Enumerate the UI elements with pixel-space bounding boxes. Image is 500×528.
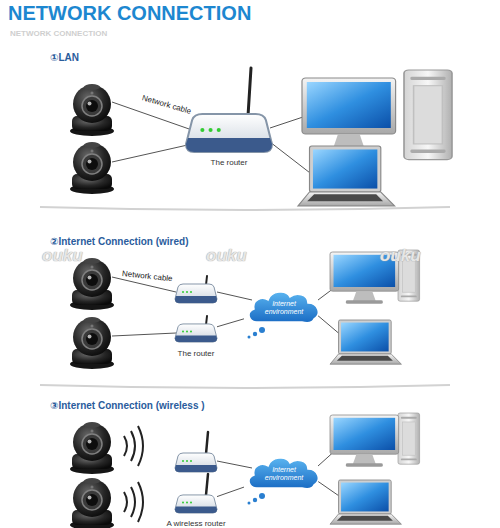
desktop-monitor bbox=[330, 415, 399, 467]
cloud-label: Internet environment bbox=[259, 300, 309, 316]
subtitle: NETWORK CONNECTION bbox=[10, 30, 107, 39]
router bbox=[175, 284, 217, 303]
router-shape bbox=[175, 495, 217, 513]
network-cable bbox=[112, 333, 176, 336]
ip-camera bbox=[70, 258, 114, 310]
laptop bbox=[298, 146, 395, 206]
section-heading: ①LAN bbox=[50, 52, 79, 63]
cloud-shape bbox=[249, 292, 318, 323]
wifi-wave bbox=[124, 482, 143, 522]
section-heading: ②Internet Connection (wired) bbox=[50, 236, 188, 247]
cloud-label: Internet environment bbox=[259, 466, 309, 482]
network-cable bbox=[217, 487, 244, 497]
section-divider bbox=[40, 207, 450, 210]
ip-camera bbox=[70, 317, 114, 369]
router-outline bbox=[175, 494, 217, 514]
ip-camera bbox=[70, 142, 114, 194]
router-shape bbox=[186, 114, 272, 152]
cloud-outline bbox=[244, 286, 324, 328]
router-antenna bbox=[206, 474, 208, 495]
router-label: The router bbox=[211, 158, 248, 167]
watermark: ouku bbox=[206, 247, 247, 266]
section-heading: ③Internet Connection (wireless ) bbox=[50, 400, 205, 411]
network-cable bbox=[270, 142, 314, 176]
router-box: The router bbox=[186, 112, 272, 154]
watermark: ouku bbox=[42, 247, 83, 266]
pc-tower bbox=[398, 413, 420, 464]
cloud-outline bbox=[244, 452, 324, 494]
cloud-bubble bbox=[253, 498, 257, 502]
network-cable bbox=[112, 144, 192, 162]
internet-cloud: Internet environment bbox=[244, 286, 324, 328]
router-outline bbox=[175, 323, 217, 343]
cloud-bubble bbox=[248, 502, 251, 505]
laptop bbox=[330, 320, 401, 364]
router-outline bbox=[186, 112, 272, 154]
internet-cloud: Internet environment bbox=[244, 452, 324, 494]
cable-label: Network cable bbox=[141, 94, 192, 116]
router-box: A wireless router bbox=[175, 494, 217, 514]
router-label: A wireless router bbox=[166, 519, 225, 528]
laptop bbox=[330, 480, 401, 524]
ip-camera bbox=[70, 478, 114, 528]
network-cable bbox=[217, 292, 252, 300]
cloud-bubble bbox=[259, 493, 265, 499]
network-cable bbox=[217, 461, 252, 468]
cable-label: Network cable bbox=[122, 270, 173, 284]
ip-camera bbox=[70, 84, 114, 136]
pc-tower bbox=[404, 70, 452, 160]
cloud-bubble bbox=[259, 327, 265, 333]
section-divider bbox=[40, 385, 450, 388]
cloud-bubble bbox=[248, 336, 251, 339]
router-antenna bbox=[248, 68, 251, 116]
page-title: NETWORK CONNECTION bbox=[8, 2, 251, 24]
router-label: The router bbox=[178, 349, 215, 358]
cloud-shape bbox=[249, 458, 318, 489]
ip-camera bbox=[70, 422, 114, 474]
router-box: The router bbox=[175, 323, 217, 343]
router bbox=[175, 453, 217, 472]
network-cable bbox=[217, 319, 244, 327]
router-shape bbox=[175, 324, 217, 342]
desktop-monitor bbox=[302, 78, 396, 152]
router-antenna bbox=[206, 432, 208, 454]
wifi-wave bbox=[124, 426, 143, 466]
watermark: ouku bbox=[380, 247, 421, 266]
cloud-bubble bbox=[253, 332, 257, 336]
